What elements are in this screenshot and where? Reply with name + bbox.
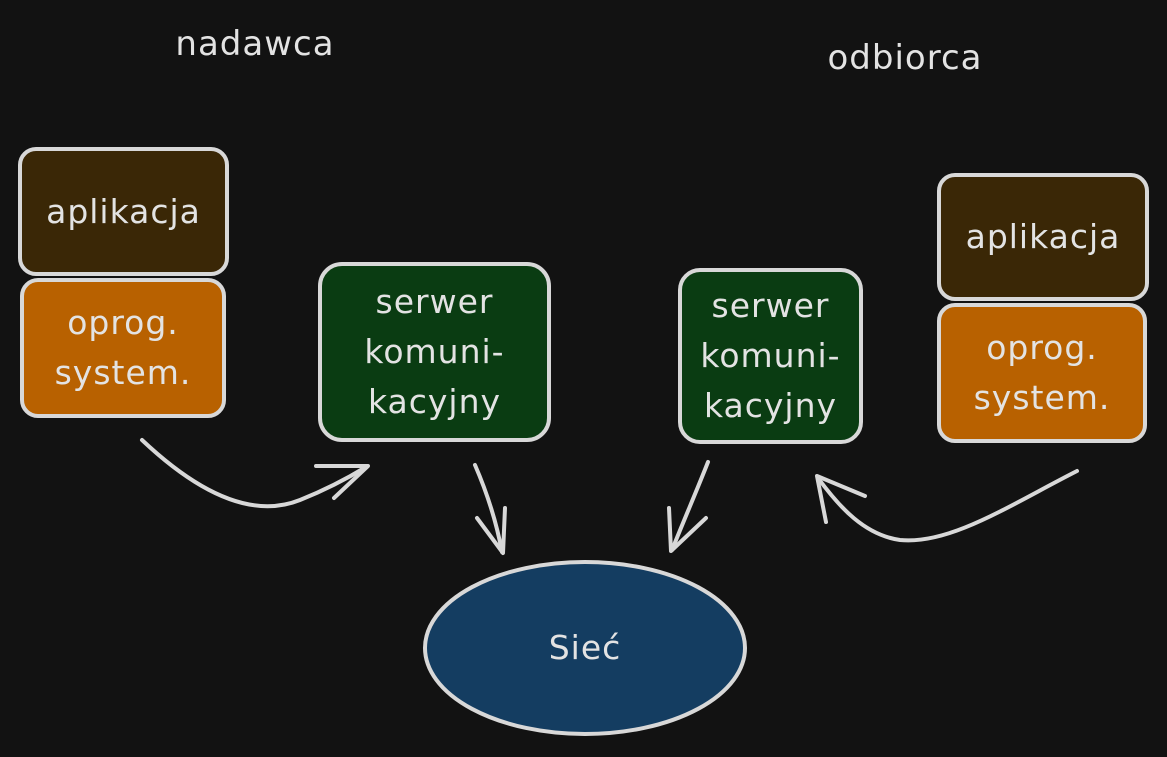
sender-application-box [18,147,229,276]
sender-heading: nadawca [175,24,335,64]
arrow-server-to-network-sender-head [475,506,507,555]
sender-os-box [20,278,226,418]
receiver-os-label: oprog. system. [973,328,1111,417]
receiver-application-label: aplikacja [965,217,1121,256]
receiver-application-box [937,173,1149,301]
receiver-server-label: serwer komuni- kacyjny [700,286,841,425]
arrow-os-to-server-sender [140,438,368,509]
arrow-os-to-server-receiver-head [815,474,867,524]
sender-server-box [318,262,551,442]
arrow-server-to-network-sender [473,463,504,554]
arrow-server-to-network-receiver-head [667,506,708,553]
arrow-os-to-server-receiver [816,469,1079,543]
receiver-server-box [678,268,863,444]
sender-application-label: aplikacja [46,191,201,231]
receiver-os-box [937,303,1147,443]
network-label: Sieć [548,628,622,667]
sender-server-label: serwer komuni- kacyjny [364,282,505,421]
sender-os-label: oprog. system. [54,303,192,392]
arrow-server-to-network-receiver [670,460,710,552]
arrow-os-to-server-sender-head [314,464,370,500]
receiver-heading: odbiorca [827,38,983,78]
network-ellipse [423,560,747,736]
